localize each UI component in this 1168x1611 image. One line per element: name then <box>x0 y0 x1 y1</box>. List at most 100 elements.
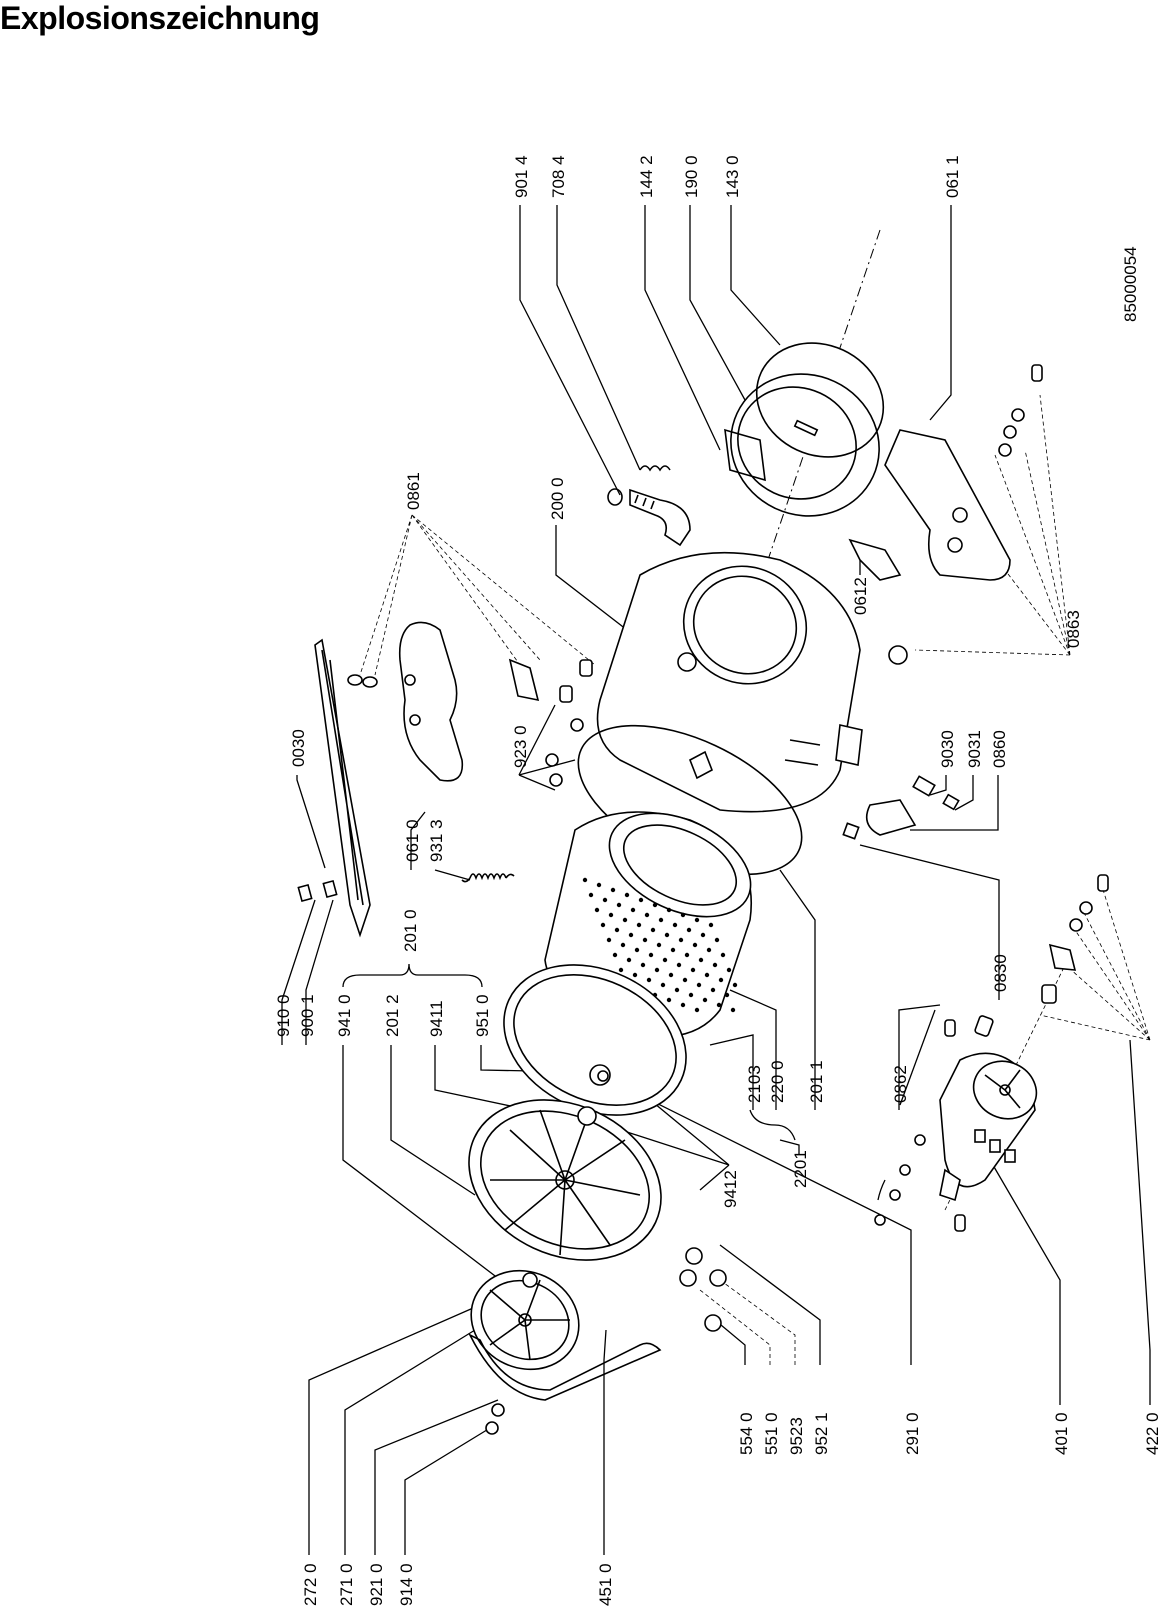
bracket-0612 <box>848 538 902 581</box>
drum-hole <box>644 912 650 918</box>
label-0610: 061 0 <box>403 819 422 862</box>
drum-hole <box>690 967 696 973</box>
hose-7084 <box>607 465 691 547</box>
drum-hole <box>632 972 638 978</box>
drum-hole <box>614 927 620 933</box>
drum-hole <box>672 922 678 928</box>
drum-hole <box>686 927 692 933</box>
pulley-2720 <box>470 1269 580 1371</box>
label-0861: 0861 <box>404 472 423 510</box>
label-9510: 951 0 <box>473 994 492 1037</box>
label-2200: 220 0 <box>768 1060 787 1103</box>
drum-hole <box>708 922 714 928</box>
drum-hole <box>726 967 732 973</box>
bolts-0863 <box>888 364 1043 665</box>
drum-hole <box>658 917 664 923</box>
drum-perforation <box>582 877 738 1013</box>
label-0611: 061 1 <box>943 155 962 198</box>
label-0863: 0863 <box>1064 610 1083 648</box>
drum-hole <box>608 912 614 918</box>
label-2010: 201 0 <box>401 909 420 952</box>
drum-hole <box>716 1002 722 1008</box>
label-1442: 144 2 <box>637 155 656 198</box>
rail-0030 <box>314 638 371 938</box>
drum-hole <box>636 922 642 928</box>
label-9014: 901 4 <box>512 155 531 198</box>
drum-hole <box>618 967 624 973</box>
drum-hole <box>582 877 588 883</box>
drum-hole <box>650 927 656 933</box>
drum-back-2200 <box>503 964 687 1116</box>
drum-hole <box>710 987 716 993</box>
label-9230: 923 0 <box>511 725 530 768</box>
drum-hole <box>596 882 602 888</box>
drum-hole <box>670 947 676 953</box>
drum-hole <box>602 897 608 903</box>
drum-hole <box>682 977 688 983</box>
drum-hole <box>646 977 652 983</box>
drum-hole <box>702 997 708 1003</box>
drum-hole <box>696 982 702 988</box>
drum-hole <box>692 942 698 948</box>
drum-hole <box>620 942 626 948</box>
drum-hole <box>612 952 618 958</box>
drum-hole <box>640 962 646 968</box>
drum-hole <box>634 947 640 953</box>
drum-hole <box>732 982 738 988</box>
drum-hole <box>680 1002 686 1008</box>
drum-hole <box>664 932 670 938</box>
drum-hole <box>666 997 672 1003</box>
drum-hole <box>668 972 674 978</box>
page-title: Explosionszeichnung <box>0 0 320 36</box>
label-9521: 952 1 <box>812 1412 831 1455</box>
label-2710: 271 0 <box>337 1563 356 1606</box>
leader-lines <box>281 205 1151 1555</box>
flange-9410 <box>468 1099 662 1261</box>
label-9411: 9411 <box>427 1000 446 1037</box>
drum-hole <box>648 952 654 958</box>
label-2720: 272 0 <box>301 1563 320 1606</box>
label-2201: 2201 <box>791 1150 810 1188</box>
label-9210: 921 0 <box>367 1563 386 1606</box>
label-5510: 551 0 <box>762 1412 781 1455</box>
screws-9100-9001 <box>297 879 338 903</box>
drum-hole <box>704 972 710 978</box>
drum-hole <box>706 947 712 953</box>
drum-hole <box>626 957 632 963</box>
label-2011: 201 1 <box>807 1060 826 1103</box>
label-0830: 0830 <box>991 954 1010 992</box>
drum-hole <box>638 897 644 903</box>
drum-hole <box>688 992 694 998</box>
drum-hole <box>714 937 720 943</box>
label-5540: 554 0 <box>737 1412 756 1455</box>
drum-hole <box>606 937 612 943</box>
counterweight-0610 <box>398 621 464 782</box>
drum-hole <box>676 962 682 968</box>
label-0860: 0860 <box>990 730 1009 768</box>
drum-hole <box>616 902 622 908</box>
label-7084: 708 4 <box>549 155 568 198</box>
drum-hole <box>656 942 662 948</box>
drum-hole <box>600 922 606 928</box>
drum-hole <box>628 932 634 938</box>
drum-hole <box>698 957 704 963</box>
label-9001: 900 1 <box>298 994 317 1037</box>
label-0862: 0862 <box>891 1065 910 1103</box>
label-2103: 2103 <box>745 1065 764 1103</box>
label-9410: 941 0 <box>335 994 354 1037</box>
drum-hole <box>610 887 616 893</box>
drum-hole <box>700 932 706 938</box>
label-4010: 401 0 <box>1052 1412 1071 1455</box>
label-0612: 0612 <box>851 577 870 615</box>
drum-hole <box>660 982 666 988</box>
drum-hole <box>684 952 690 958</box>
pressure-parts <box>842 775 960 840</box>
counterweight-0611 <box>884 429 1011 581</box>
drum-hole <box>718 977 724 983</box>
drum-hole <box>724 992 730 998</box>
label-9030: 9030 <box>938 730 957 768</box>
drum-hole <box>712 962 718 968</box>
label-0030: 0030 <box>289 729 308 767</box>
label-1900: 190 0 <box>682 155 701 198</box>
